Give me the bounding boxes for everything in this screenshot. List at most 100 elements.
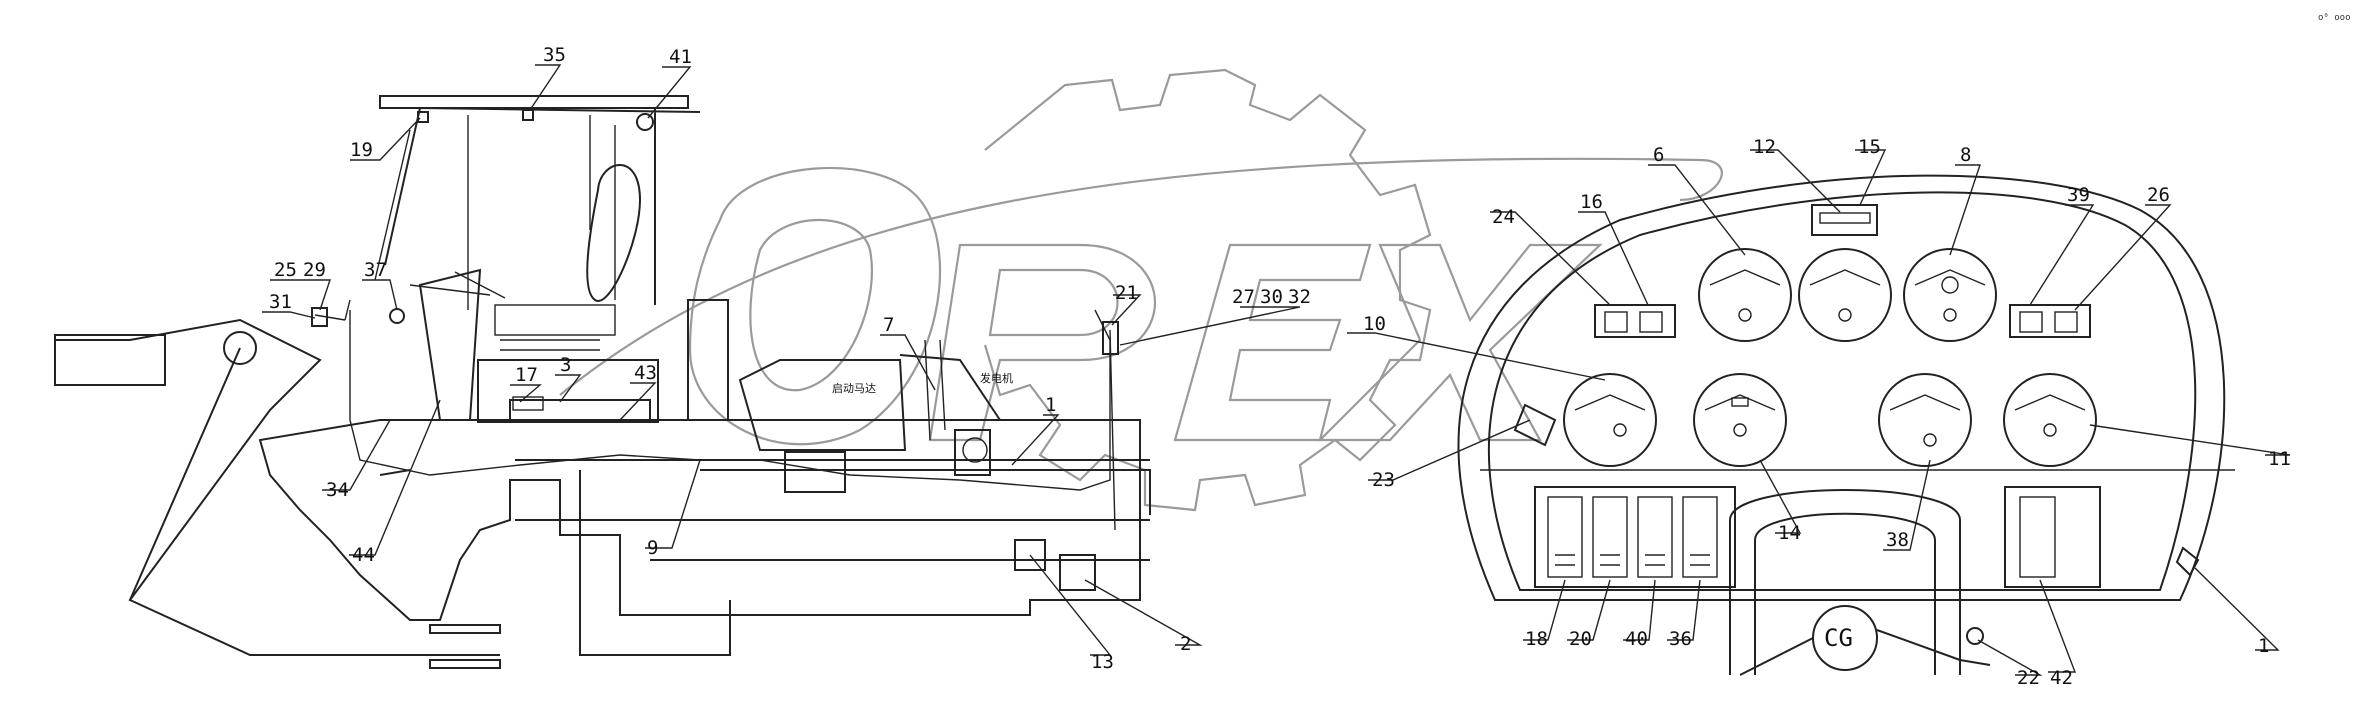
callout-19: 19 xyxy=(350,139,373,161)
callout-labels: 35 41 19 31 25 29 37 17 3 43 34 44 9 7 1… xyxy=(269,13,2351,689)
callout-9: 9 xyxy=(647,537,658,559)
watermark-letter-e xyxy=(1173,243,1372,442)
component-23 xyxy=(1513,403,1557,447)
fork-tine-upper xyxy=(429,624,501,634)
callout-18: 18 xyxy=(1525,628,1548,650)
callout-32: 32 xyxy=(1288,286,1311,308)
component-37 xyxy=(389,308,405,324)
callout-2: 2 xyxy=(1180,633,1191,655)
generator-body xyxy=(954,429,991,476)
callout-42: 42 xyxy=(2050,667,2073,689)
component-21 xyxy=(1102,321,1119,355)
component-3 xyxy=(509,399,651,421)
engine-bay xyxy=(700,469,1151,515)
callout-24: 24 xyxy=(1492,206,1515,228)
harness-branch-engine xyxy=(924,339,946,441)
switch-42 xyxy=(2019,496,2056,578)
callout-44: 44 xyxy=(352,544,375,566)
callout-29: 29 xyxy=(303,259,326,281)
watermark-letter-p xyxy=(928,243,1157,442)
component-1-dash xyxy=(2175,546,2200,577)
callout-17: 17 xyxy=(515,364,538,386)
callout-25: 25 xyxy=(274,259,297,281)
steering-spokes xyxy=(1739,629,1991,676)
engine-top xyxy=(899,354,1001,421)
callout-34: 34 xyxy=(326,479,349,501)
gauge-12 xyxy=(1798,248,1892,342)
switch-panel-right xyxy=(2004,486,2101,588)
watermark xyxy=(559,68,1723,512)
cab-frame xyxy=(384,107,701,305)
seat-base xyxy=(494,304,616,336)
seat-back xyxy=(586,164,642,302)
callout-6: 6 xyxy=(1653,144,1664,166)
callout-26: 26 xyxy=(2147,184,2170,206)
cab-inner-lines xyxy=(374,115,616,310)
callout-43: 43 xyxy=(634,362,657,384)
arm-pivot xyxy=(223,331,257,365)
gauge-14 xyxy=(1693,373,1787,467)
callout-14: 14 xyxy=(1778,522,1801,544)
indicator-16-24 xyxy=(1594,304,1676,338)
chassis-outline xyxy=(258,419,1141,621)
switch-panel-left xyxy=(1534,486,1736,588)
gauge-38 xyxy=(1878,373,1972,467)
callout-39: 39 xyxy=(2067,184,2090,206)
component-22 xyxy=(1966,627,1984,645)
callout-10: 10 xyxy=(1363,313,1386,335)
dashboard-inner xyxy=(1487,191,2197,591)
callout-41: 41 xyxy=(669,46,692,68)
engine-block xyxy=(687,299,729,421)
callout-22: 22 xyxy=(2017,667,2040,689)
callout-36: 36 xyxy=(1669,628,1692,650)
loader-arm xyxy=(55,318,500,656)
watermark-gear xyxy=(983,68,1432,512)
dashboard-outer xyxy=(1457,174,2226,601)
watermark-letter-o xyxy=(688,166,942,446)
leader-lines xyxy=(262,64,2291,676)
callout-13: 13 xyxy=(1091,651,1114,673)
starter-motor-body xyxy=(784,451,846,493)
chassis-rails xyxy=(515,459,1150,561)
harness-branch-rear xyxy=(1109,329,1116,531)
watermark-letter-x xyxy=(1317,243,1603,442)
callout-30: 30 xyxy=(1260,286,1283,308)
steering-arch xyxy=(1729,489,1961,675)
callout-35: 35 xyxy=(543,44,566,66)
main-harness xyxy=(349,309,1111,491)
corner-mark: o⁰ ooo xyxy=(2318,13,2351,23)
callout-37: 37 xyxy=(364,259,387,281)
component-35 xyxy=(522,109,534,121)
callout-31: 31 xyxy=(269,291,292,313)
indicator-26-39 xyxy=(2009,304,2091,338)
gauge-6 xyxy=(1698,248,1792,342)
callout-40: 40 xyxy=(1625,628,1648,650)
callout-7: 7 xyxy=(883,314,894,336)
callout-3: 3 xyxy=(560,354,571,376)
relay-17 xyxy=(512,396,544,411)
gauge-10 xyxy=(1563,373,1657,467)
callout-38: 38 xyxy=(1886,529,1909,551)
battery-13 xyxy=(1014,539,1046,571)
battery-2 xyxy=(1059,554,1096,591)
rear-body xyxy=(579,470,731,656)
hydraulic-cylinder xyxy=(54,334,166,386)
watermark-swoosh xyxy=(559,157,1723,396)
callout-23: 23 xyxy=(1372,469,1395,491)
steering-arch-inner xyxy=(1754,512,1936,675)
arm-link xyxy=(129,347,411,601)
component-19 xyxy=(417,111,429,123)
callout-20: 20 xyxy=(1569,628,1592,650)
steering-wheel xyxy=(409,271,506,299)
steering-logo: CG xyxy=(1824,624,1853,652)
callout-21: 21 xyxy=(1115,282,1138,304)
callout-27: 27 xyxy=(1232,286,1255,308)
generator-label: 发电机 xyxy=(980,371,1013,385)
callout-12: 12 xyxy=(1753,136,1776,158)
callout-8: 8 xyxy=(1960,144,1971,166)
seat-lines xyxy=(500,339,600,351)
harness-branch-left xyxy=(314,299,351,321)
engine-housing xyxy=(738,359,907,451)
callout-16: 16 xyxy=(1580,191,1603,213)
dashboard-panel xyxy=(1457,174,2235,676)
